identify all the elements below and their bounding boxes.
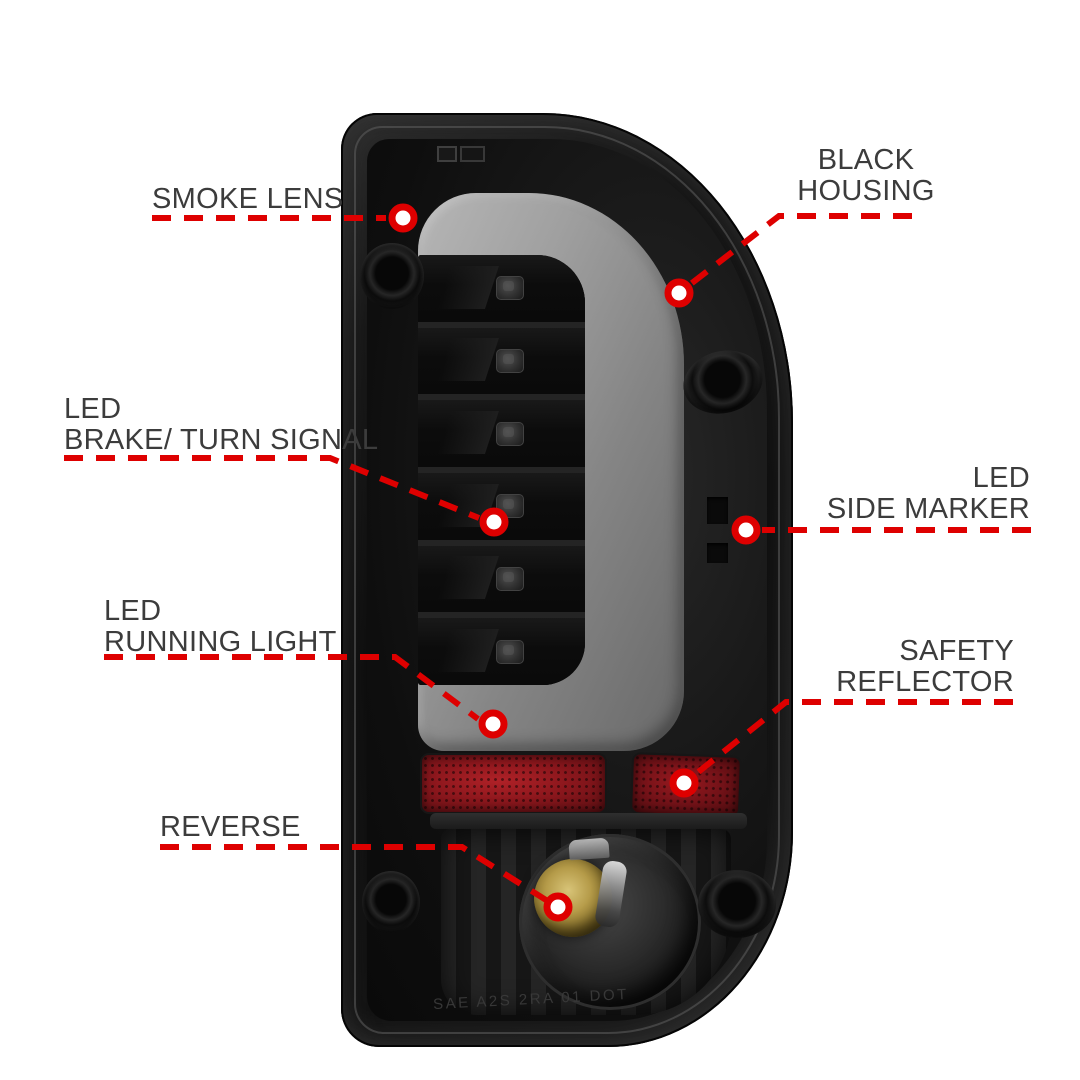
label-safety-reflector: SAFETY REFLECTOR (836, 635, 1014, 698)
lens-mold-mark (460, 146, 485, 162)
label-reverse: REVERSE (160, 811, 301, 843)
led-slot (418, 255, 585, 328)
led-bulb-icon (496, 494, 524, 519)
screw-recess-bottom-left (362, 871, 420, 933)
chrome-highlight (568, 837, 610, 861)
lens-mold-mark (437, 146, 457, 162)
led-slot (418, 545, 585, 619)
bezel-outline (354, 126, 780, 1034)
side-marker-vent (707, 543, 728, 563)
label-led-brake-turn: LED BRAKE/ TURN SIGNAL (64, 393, 379, 456)
tail-light: SAE A2S 2RA 01 DOT (341, 113, 793, 1047)
label-black-housing: BLACK HOUSING (797, 144, 935, 207)
screw-recess-bottom-right (698, 870, 776, 938)
reverse-section-shelf (430, 813, 747, 829)
led-bulb-icon (496, 421, 524, 446)
safety-reflector-right (629, 752, 743, 818)
led-bulb-icon (496, 639, 524, 664)
led-slot (418, 327, 585, 401)
led-bulb-icon (496, 349, 524, 373)
safety-reflector-left (420, 753, 607, 814)
led-brake-recess (418, 255, 585, 685)
led-bulb-icon (496, 567, 524, 592)
led-slot (418, 473, 585, 546)
screw-recess-top-left (360, 243, 424, 309)
label-led-side-marker: LED SIDE MARKER (826, 462, 1030, 525)
led-slot (418, 618, 585, 685)
led-slot (418, 400, 585, 474)
led-bulb-icon (496, 276, 524, 301)
side-marker-vent (707, 497, 728, 524)
label-led-running-light: LED RUNNING LIGHT (104, 595, 337, 658)
label-smoke-lens: SMOKE LENS (152, 183, 344, 215)
